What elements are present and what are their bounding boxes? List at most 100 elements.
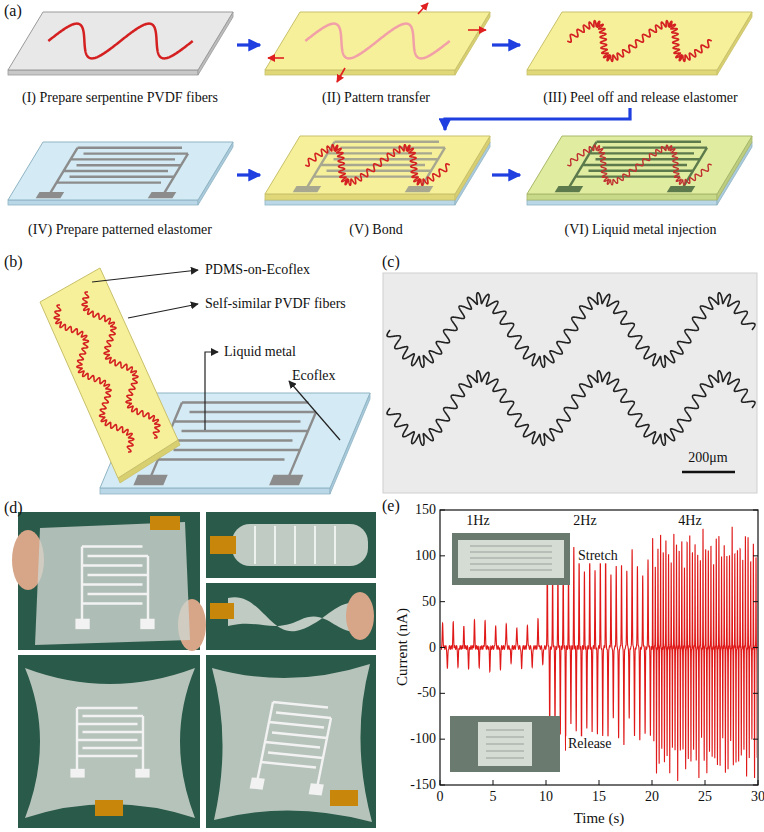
drawing-part [478, 722, 532, 766]
drawing-part [527, 200, 717, 205]
panel-letter: (d) [4, 499, 23, 517]
drawing-part [753, 739, 758, 740]
drawing-part [289, 381, 340, 440]
flow-arrow [237, 173, 260, 176]
drawing-part [527, 70, 717, 75]
drawing-part [555, 142, 722, 192]
tick-label: 20 [645, 789, 659, 804]
drawing-part [232, 524, 368, 566]
drawing-part [40, 268, 178, 478]
drawing-part [210, 536, 236, 554]
flow-arrow [237, 43, 260, 46]
drawing-part [440, 739, 445, 740]
step-caption: (III) Peel off and release elastomer [543, 90, 737, 106]
drawing-part [250, 701, 339, 795]
drawing-part [486, 730, 524, 758]
drawing-part [753, 601, 758, 602]
tick-label: 15 [592, 789, 606, 804]
drawing-part [440, 510, 445, 511]
drawing-part [255, 526, 335, 564]
drawing-part [265, 136, 490, 194]
tick-label: -150 [410, 777, 436, 792]
drawing-part [8, 70, 198, 75]
drawing-part [128, 304, 198, 318]
part-label: PDMS-on-Ecoflex [205, 262, 310, 277]
drawing-part [92, 270, 198, 282]
drawing-part [330, 790, 358, 806]
drawing-part [450, 716, 560, 772]
annotation: 1Hz [464, 513, 491, 528]
process-step: (IV) Prepare patterned elastomer [3, 130, 237, 240]
drawing-part [753, 693, 758, 694]
drawing-part [753, 555, 758, 556]
annotation: Release [566, 736, 614, 751]
drawing-part [210, 603, 234, 619]
drawing-part [95, 800, 123, 816]
leader-lines [92, 270, 340, 440]
panel-letter: (c) [382, 253, 400, 271]
drawing-part [418, 3, 428, 14]
fiber-line [305, 145, 449, 186]
step-caption: (VI) Liquid metal injection [564, 222, 716, 238]
process-step: (I) Prepare serpentine PVDF fibers [3, 4, 237, 108]
fiber-line [567, 145, 711, 185]
drawing-part [8, 12, 233, 70]
drawing-part [527, 194, 717, 200]
axis-title: Current (nA) [394, 608, 411, 686]
drawing-part [75, 547, 154, 630]
drawing-part [440, 555, 445, 556]
tick-label: 25 [698, 789, 712, 804]
flow-arrow [492, 173, 520, 176]
drawing-part [265, 200, 455, 205]
plate-yellow [527, 12, 752, 75]
fiber-serpentine [54, 292, 160, 452]
annotation: Stretch [576, 548, 620, 563]
drawing-part [18, 512, 200, 650]
photo [18, 655, 200, 828]
drawing-part [205, 352, 218, 430]
drawing-part [493, 780, 494, 785]
drawing-part [440, 785, 445, 786]
fiber-micrograph [387, 293, 755, 446]
process-step: (II) Pattern transfer [260, 4, 492, 108]
fiber-line [387, 371, 755, 446]
tick-label: -50 [417, 686, 436, 701]
fiber-line [567, 21, 711, 62]
drawing-part [527, 136, 752, 194]
flow-arrow [492, 43, 520, 46]
drawing-part [293, 142, 460, 192]
drawing-part [206, 512, 376, 578]
drawing-part [753, 510, 758, 511]
drawing-part [346, 592, 374, 640]
process-step: (V) Bond [260, 130, 492, 240]
inset-photo [450, 716, 560, 772]
drawing-part [268, 57, 284, 59]
drawing-part [753, 785, 758, 786]
drawing-part [70, 708, 149, 778]
drawing-part [546, 780, 547, 785]
current-trace [441, 527, 757, 781]
plate-blue [8, 142, 233, 205]
fiber-line [54, 305, 134, 452]
drawing-part [150, 516, 180, 530]
part-label: Liquid metal [224, 344, 296, 359]
drawing-part [440, 647, 445, 648]
plot-frame [440, 510, 758, 785]
fiber-line [305, 24, 449, 59]
drawing-part [758, 780, 759, 785]
part-label: Ecoflex [292, 368, 336, 383]
drawing-part [206, 655, 376, 828]
drawing-part [35, 522, 190, 645]
photo [206, 512, 376, 578]
drawing-part [8, 142, 233, 200]
inset-photo [452, 533, 570, 585]
plate-filled [527, 136, 752, 205]
exploded-device [40, 268, 370, 494]
drawing-part [705, 780, 706, 785]
drawing-part [468, 29, 486, 31]
step-caption: (IV) Prepare patterned elastomer [28, 222, 212, 238]
panel-letter: (b) [4, 253, 23, 271]
